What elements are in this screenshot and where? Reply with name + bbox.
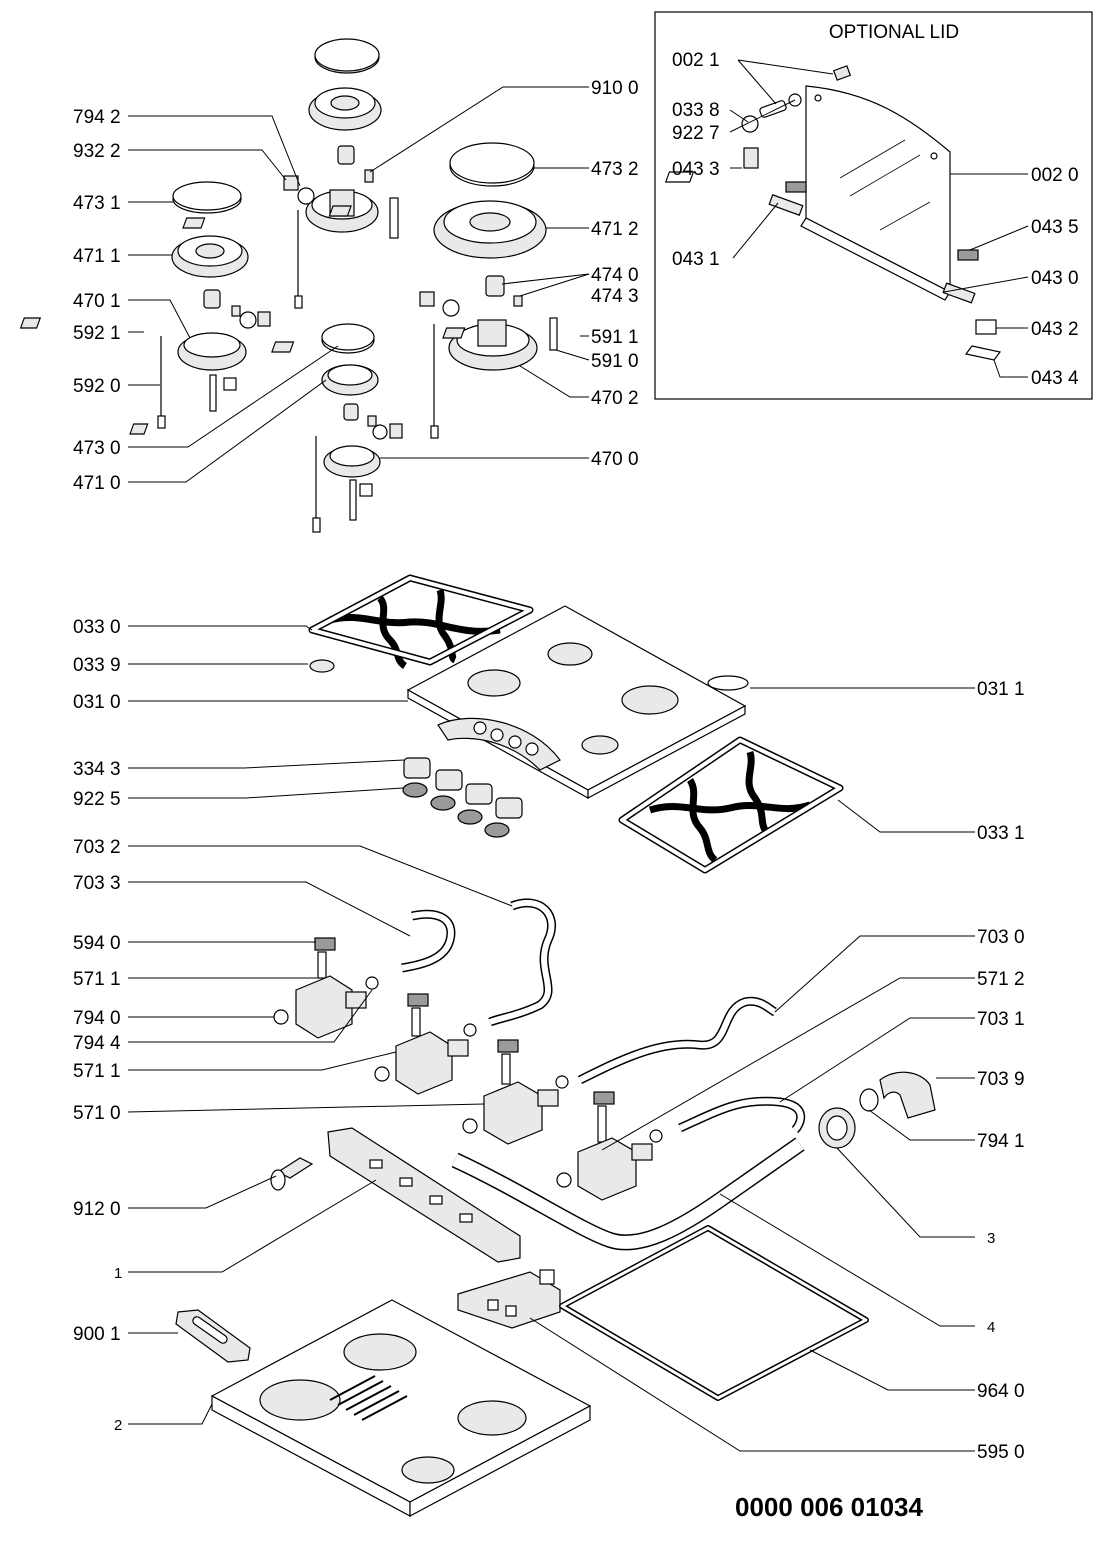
valve-1 (273, 937, 379, 1039)
part-label: 043 0 (1031, 268, 1079, 289)
part-label: 703 3 (73, 873, 121, 894)
part-label: 571 2 (977, 969, 1025, 990)
part-label: 470 1 (73, 291, 121, 312)
leader-lines (127, 59, 1029, 1452)
optional-lid-panel: OPTIONAL LID (654, 11, 1093, 400)
part-label: 592 0 (73, 376, 121, 397)
part-label: 900 1 (73, 1324, 121, 1345)
part-label: 043 3 (672, 159, 720, 180)
burner-head-left (171, 235, 249, 278)
part-label: 043 2 (1031, 319, 1079, 340)
burner-base-front (323, 445, 381, 478)
reference-code: 0000 006 01034 (735, 1492, 924, 1522)
part-label: 794 4 (73, 1033, 121, 1054)
part-label: 703 0 (977, 927, 1025, 948)
part-label: 033 9 (73, 655, 121, 676)
burner-assemblies (19, 38, 558, 533)
part-label: 794 1 (977, 1131, 1025, 1152)
control-knobs (403, 757, 523, 819)
optional-lid-title: OPTIONAL LID (829, 22, 959, 43)
part-label: 473 1 (73, 193, 121, 214)
bracket-900-1 (175, 1309, 251, 1363)
part-label: 594 0 (73, 933, 121, 954)
part-label: 474 0 (591, 265, 639, 286)
screw-912-0 (270, 1157, 314, 1191)
seal-794-2 (297, 187, 315, 205)
burner-base-right (448, 319, 538, 371)
part-label: 474 3 (591, 286, 639, 307)
part-label: 002 0 (1031, 165, 1079, 186)
part-label: 471 2 (591, 219, 639, 240)
grommet-033-9 (309, 659, 335, 673)
burner-head-top (308, 87, 382, 131)
hob-top-plate (406, 605, 747, 800)
valve-3 (462, 1039, 569, 1145)
part-label: 4 (987, 1319, 995, 1336)
burner-head-right (433, 200, 547, 259)
part-label: 932 2 (73, 141, 121, 162)
burner-cap-top (314, 38, 380, 74)
part-label: 1 (114, 1265, 122, 1282)
seal-frame (559, 1225, 869, 1401)
pan-support-left (308, 574, 534, 669)
part-label: 591 0 (591, 351, 639, 372)
part-label: 473 2 (591, 159, 639, 180)
part-label: 794 0 (73, 1008, 121, 1029)
part-label: 470 0 (591, 449, 639, 470)
gas-pipes (401, 898, 806, 1251)
optional-lid-box (654, 11, 1093, 400)
burner-base-top (305, 189, 379, 233)
part-label: 2 (114, 1417, 122, 1434)
burner-head-front (321, 364, 379, 396)
part-label: 033 1 (977, 823, 1025, 844)
part-label: 002 1 (672, 50, 720, 71)
part-label: 595 0 (977, 1442, 1025, 1463)
part-label: 334 3 (73, 759, 121, 780)
part-label: 3 (987, 1230, 995, 1247)
part-label: 912 0 (73, 1199, 121, 1220)
part-label: 592 1 (73, 323, 121, 344)
burner-cap-right (449, 142, 535, 187)
gas-inlet-fittings (818, 1071, 936, 1149)
part-label: 470 2 (591, 388, 639, 409)
part-label: 922 7 (672, 123, 720, 144)
part-label: 922 5 (73, 789, 121, 810)
part-label: 703 9 (977, 1069, 1025, 1090)
part-label: 471 1 (73, 246, 121, 267)
part-label: 910 0 (591, 78, 639, 99)
knob-rings (402, 782, 510, 838)
part-label: 571 1 (73, 1061, 121, 1082)
valve-4 (556, 1091, 663, 1201)
ignition-generator (457, 1269, 561, 1329)
part-label: 591 1 (591, 327, 639, 348)
part-label: 794 2 (73, 107, 121, 128)
injector-top (337, 145, 355, 165)
part-label: 043 4 (1031, 368, 1079, 389)
part-label: 964 0 (977, 1381, 1025, 1402)
part-label: 033 0 (73, 617, 121, 638)
part-label: 571 1 (73, 969, 121, 990)
front-panel-rail (327, 1127, 521, 1263)
part-label: 473 0 (73, 438, 121, 459)
cover-031-1 (707, 675, 749, 691)
pan-support-right (618, 736, 844, 874)
part-label: 043 5 (1031, 217, 1079, 238)
part-labels: 002 1 033 8 922 7 043 3 043 1 002 0 043 … (73, 50, 1079, 1522)
part-label: 571 0 (73, 1103, 121, 1124)
part-label: 031 0 (73, 692, 121, 713)
burner-base-left (177, 332, 247, 371)
part-label: 471 0 (73, 473, 121, 494)
clip-932-2 (283, 175, 299, 191)
valve-2 (374, 993, 477, 1095)
lid-glass-panel (800, 85, 951, 301)
part-label: 033 8 (672, 100, 720, 121)
part-label: 043 1 (672, 249, 720, 270)
part-label: 703 2 (73, 837, 121, 858)
base-tray (210, 1299, 592, 1518)
part-label: 703 1 (977, 1009, 1025, 1030)
part-label: 031 1 (977, 679, 1025, 700)
